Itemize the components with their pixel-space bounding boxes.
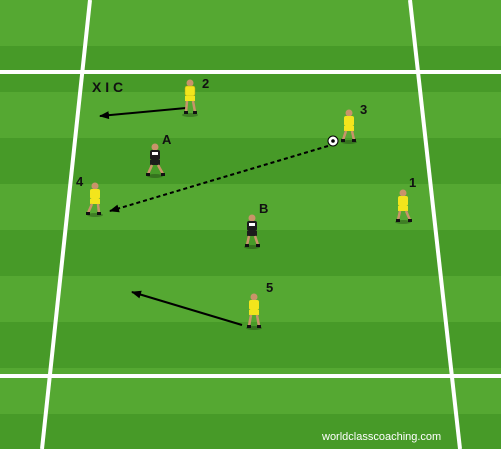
pass-arrow-3-to-4 [109,145,329,213]
grass-stripe [0,138,501,184]
player-label-5: 5 [266,280,273,295]
player-label-1: 1 [409,175,416,190]
attacker-player-3 [341,109,357,144]
player-label-4: 4 [76,174,84,189]
grass-stripe [0,414,501,449]
run-arrow-5 [131,290,243,326]
movement-arrows [99,107,329,326]
attacker-player-5 [246,293,262,330]
player-label-3: 3 [360,102,367,117]
defender-player-b [244,214,260,249]
run-arrow-2 [99,107,187,120]
player-label-b: B [259,201,268,216]
grass-stripe [0,322,501,368]
diagram-title: X I C [92,79,123,95]
ball-icon [327,135,339,147]
attacker-player-1 [395,189,412,224]
player-label-a: A [162,132,172,147]
defender-player-a [146,143,165,178]
watermark: worldclasscoaching.com [321,431,441,443]
grass-stripe [0,0,501,46]
grass-stripe [0,230,501,276]
player-label-2: 2 [202,76,209,91]
left-sideline [40,0,92,449]
players: 2 3 A [76,76,416,330]
right-sideline [408,0,462,449]
grass-stripe [0,46,501,92]
attacker-player-4 [86,182,103,217]
grass-stripe [0,92,501,138]
attacker-player-2 [182,79,198,117]
